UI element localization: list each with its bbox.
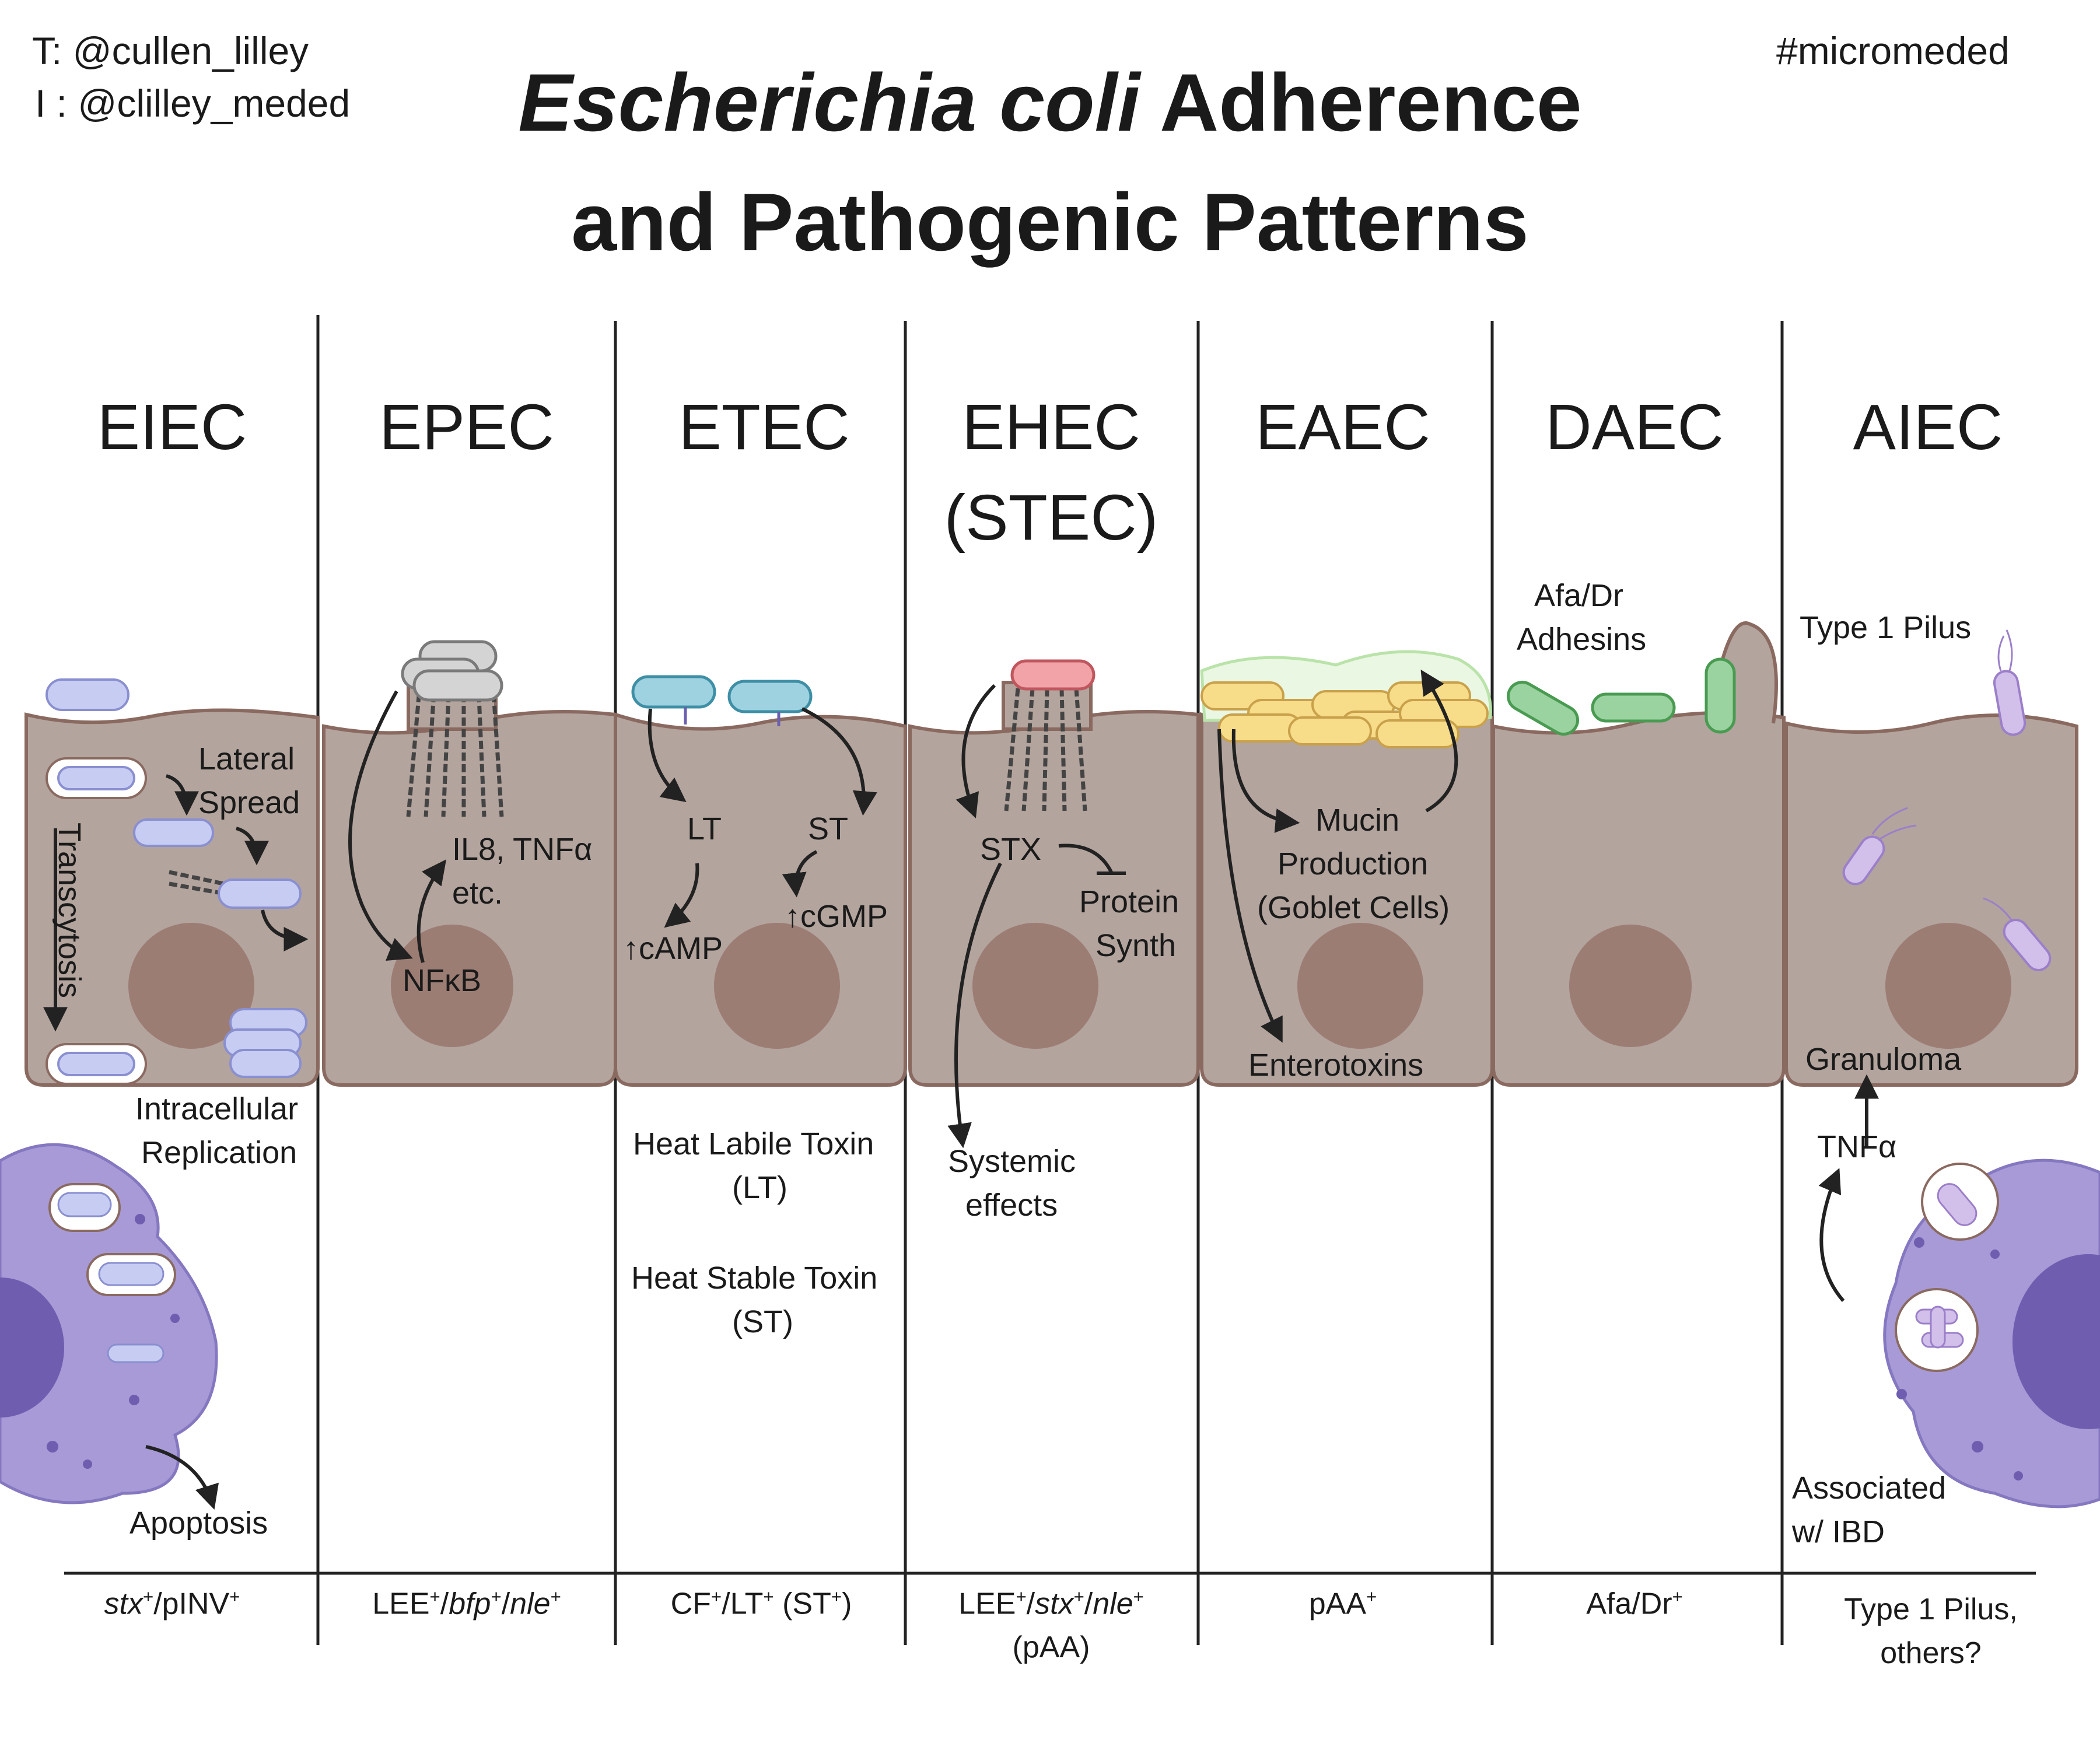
arrows <box>43 669 1879 1510</box>
title-adherence: Adherence <box>1140 57 1582 148</box>
aiec-tnfa-label: TNFα <box>1817 1129 1897 1164</box>
ehec-synth-label: Synth <box>1096 928 1177 963</box>
page-title-line2: and Pathogenic Patterns <box>571 176 1529 268</box>
etec-heat-stable-abbrev: (ST) <box>732 1304 793 1339</box>
eiec-replication-label: Replication <box>141 1135 298 1170</box>
etec-bacteria <box>631 675 813 713</box>
actin-filaments <box>169 682 1087 901</box>
etec-st-label: ST <box>808 811 849 846</box>
ehec-bacterium <box>1010 659 1096 691</box>
nuclei <box>128 923 2011 1049</box>
daec-afa-label: Afa/Dr <box>1534 578 1624 613</box>
aiec-macrophage-nucleus <box>2013 1254 2100 1429</box>
eiec-lateral-label: Lateral <box>198 741 295 776</box>
footer-eaec: pAA+ <box>1308 1587 1377 1621</box>
etec-cgmp-label: ↑cGMP <box>785 899 888 934</box>
eiec-apoptosis-label: Apoptosis <box>130 1506 268 1541</box>
footer-ehec-line2: (pAA) <box>1012 1630 1090 1664</box>
page-title-line1: Escherichia coli Adherence <box>0 55 2100 149</box>
aiec-associated-label: Associated <box>1792 1471 1947 1506</box>
epec-bacteria <box>401 640 503 702</box>
etec-lt-label: LT <box>687 811 722 846</box>
epec-etc-label: etc. <box>452 876 503 911</box>
title-species: Escherichia coli <box>518 57 1140 148</box>
etec-heat-labile-abbrev: (LT) <box>732 1170 788 1205</box>
etec-heat-stable-label: Heat Stable Toxin <box>631 1261 878 1296</box>
column-heading-stec: (STEC) <box>944 482 1158 554</box>
inhibit-line <box>1058 844 1113 873</box>
ehec-systemic-label: Systemic <box>948 1144 1076 1179</box>
footer-ehec: LEE+/stx+/nle+ <box>958 1587 1144 1621</box>
instagram-credit: I : @clilley_meded <box>35 82 351 125</box>
footer-aiec-line1: Type 1 Pilus, <box>1844 1592 2018 1626</box>
eiec-bacteria <box>46 678 307 1085</box>
eaec-enterotoxins-label: Enterotoxins <box>1248 1048 1424 1083</box>
aiec-pili <box>1871 629 2014 922</box>
footer-epec: LEE+/bfp+/nle+ <box>372 1587 561 1621</box>
twitter-credit: T: @cullen_lilley <box>32 29 309 72</box>
footer-eiec: stx+/pINV+ <box>104 1587 240 1621</box>
epec-il8-label: IL8, TNFα <box>452 832 593 867</box>
aiec-granuloma-label: Granuloma <box>1805 1042 1962 1077</box>
eaec-goblet-label: (Goblet Cells) <box>1257 890 1450 925</box>
hashtag: #micromeded <box>1776 29 2010 72</box>
eaec-production-label: Production <box>1278 846 1429 881</box>
etec-camp-label: ↑cAMP <box>623 931 723 966</box>
daec-bacteria <box>1506 657 1736 736</box>
column-heading-etec: ETEC <box>678 391 850 463</box>
column-heading-eaec: EAEC <box>1255 391 1430 463</box>
footer-aiec-line2: others? <box>1880 1636 1982 1670</box>
daec-adhesins-label: Adhesins <box>1517 622 1647 657</box>
etec-heat-labile-label: Heat Labile Toxin <box>633 1126 874 1161</box>
column-heading-ehec: EHEC <box>962 391 1140 463</box>
eiec-macrophage <box>0 1143 218 1504</box>
etec-receptors <box>684 707 780 726</box>
ehec-effects-label: effects <box>965 1188 1058 1223</box>
eiec-intracellular-label: Intracellular <box>135 1091 299 1126</box>
footer-etec: CF+/LT+ (ST+) <box>670 1587 852 1621</box>
column-heading-daec: DAEC <box>1545 391 1724 463</box>
macrophage-granules <box>47 1214 2023 1480</box>
eiec-macrophage-nucleus <box>0 1278 64 1418</box>
column-heading-epec: EPEC <box>379 391 554 463</box>
eiec-spread-label: Spread <box>198 785 300 820</box>
ehec-protein-label: Protein <box>1079 884 1180 919</box>
aiec-ibd-label: w/ IBD <box>1792 1514 1885 1549</box>
footer-daec: Afa/Dr+ <box>1586 1587 1683 1621</box>
column-heading-eiec: EIEC <box>97 391 247 463</box>
ehec-stx-label: STX <box>980 832 1042 867</box>
eiec-transcytosis-label: Transcytosis <box>52 822 87 999</box>
epec-nfkb-label: NFκB <box>402 963 481 998</box>
aiec-type1-label: Type 1 Pilus <box>1800 610 1972 645</box>
eaec-mucin-label: Mucin <box>1315 803 1400 838</box>
column-heading-aiec: AIEC <box>1853 391 2003 463</box>
